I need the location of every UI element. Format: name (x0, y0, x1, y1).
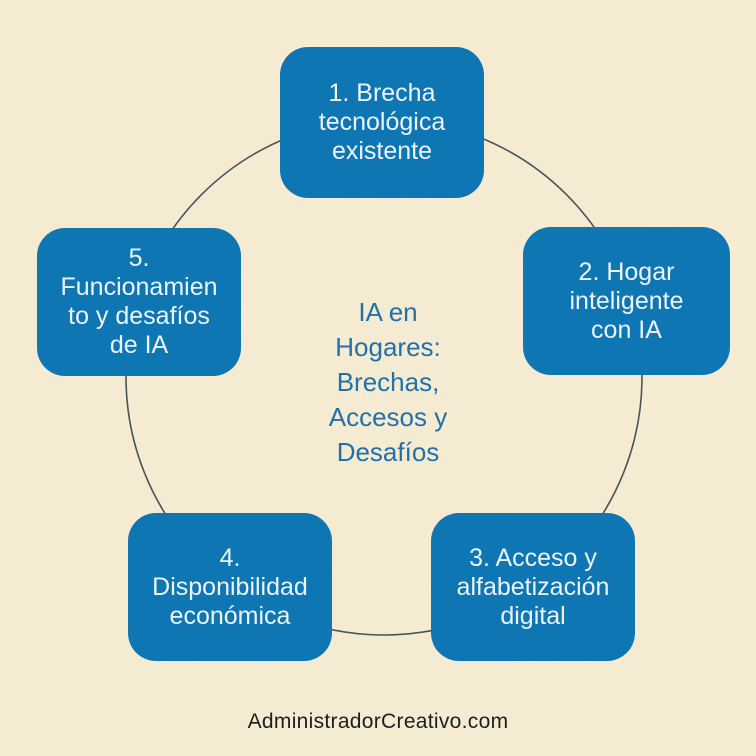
cycle-node-3: 3. Acceso y alfabetización digital (431, 513, 635, 661)
cycle-node-3-label: 3. Acceso y alfabetización digital (456, 543, 610, 630)
cycle-node-4: 4. Disponibilidad económica (128, 513, 332, 661)
cycle-node-5: 5. Funcionamien to y desafíos de IA (37, 228, 241, 376)
diagram-title: IA en Hogares: Brechas, Accesos y Desafí… (328, 297, 448, 467)
footer-credit: AdministradorCreativo.com (247, 710, 509, 733)
cycle-node-1-label: 1. Brecha tecnológica existente (318, 79, 446, 165)
cycle-node-2: 2. Hogar inteligente con IA (523, 227, 730, 375)
cycle-node-4-label: 4. Disponibilidad económica (152, 543, 308, 630)
cycle-node-1: 1. Brecha tecnológica existente (280, 47, 484, 198)
cycle-node-2-label: 2. Hogar inteligente con IA (569, 257, 684, 344)
cycle-node-5-label: 5. Funcionamien to y desafíos de IA (60, 244, 218, 359)
